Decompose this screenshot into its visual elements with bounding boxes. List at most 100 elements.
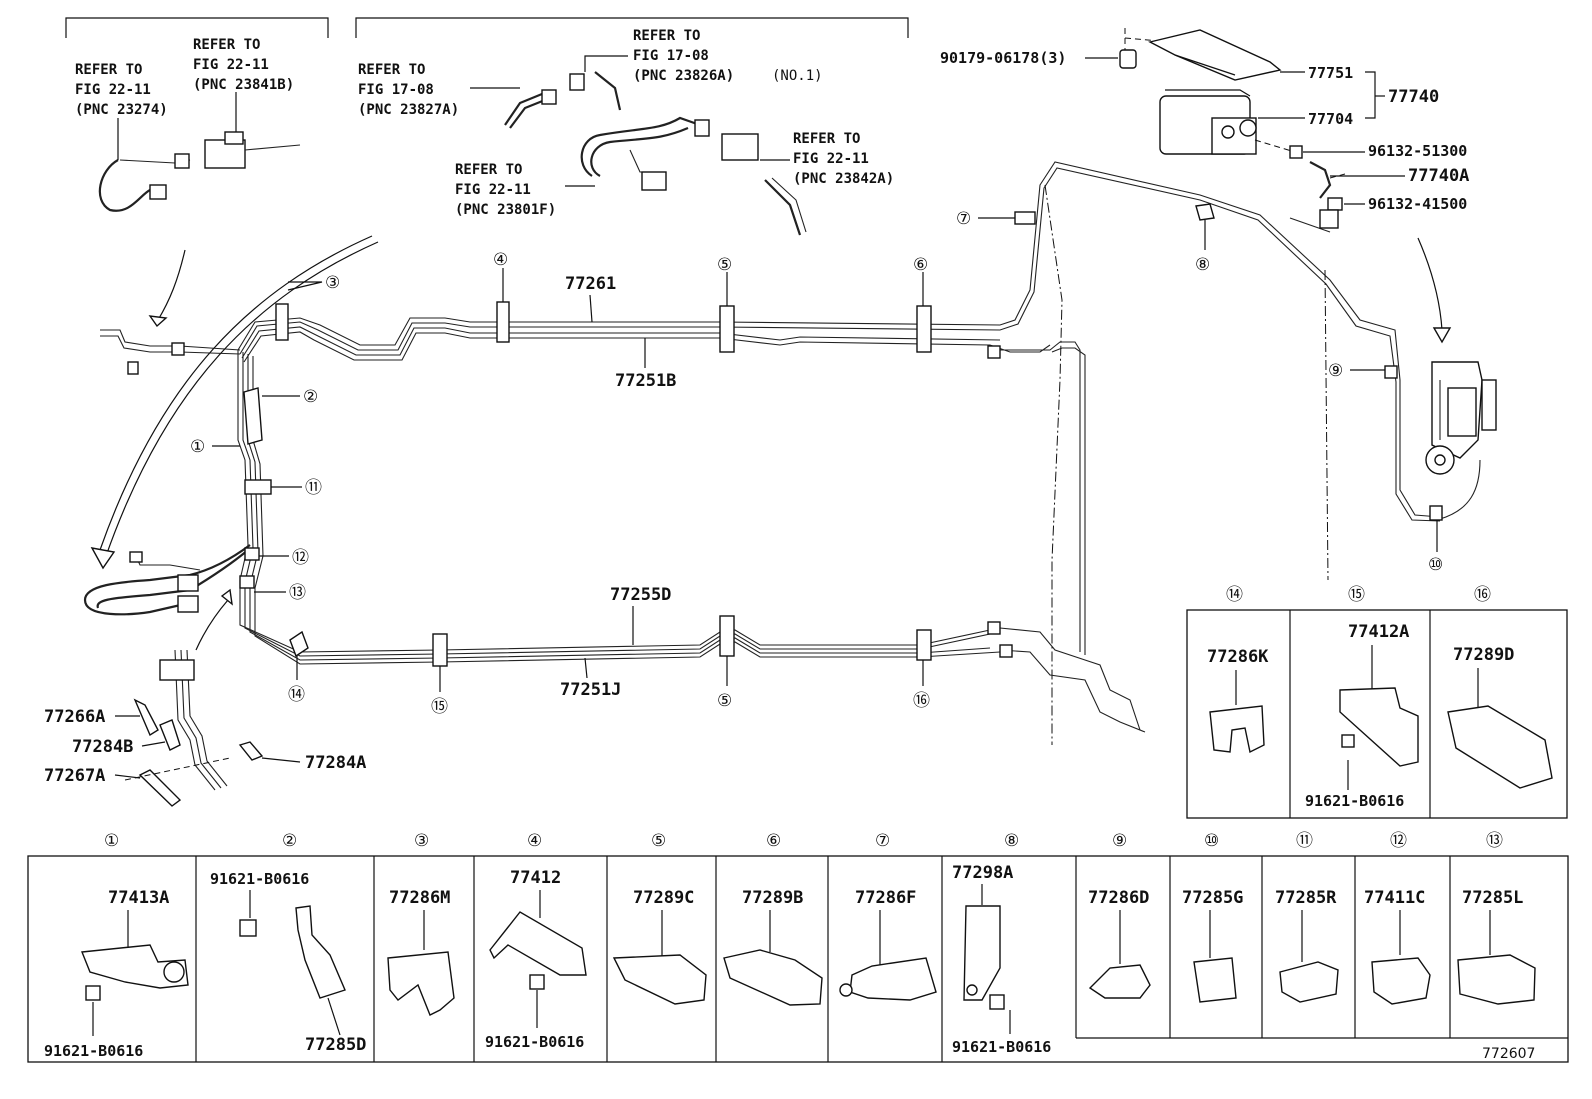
svg-text:77266A: 77266A: [44, 707, 105, 727]
svg-text:96132-41500: 96132-41500: [1368, 195, 1467, 213]
detail-77285d: 91621-B0616 77285D: [210, 870, 366, 1055]
svg-text:⑦: ⑦: [956, 209, 971, 229]
svg-text:77412A: 77412A: [1348, 622, 1409, 642]
detail-77289c: 77289C: [612, 888, 707, 1005]
svg-text:⑥: ⑥: [766, 831, 781, 851]
svg-text:77286D: 77286D: [1088, 888, 1149, 908]
svg-text:77413A: 77413A: [108, 888, 169, 908]
svg-text:77289B: 77289B: [742, 888, 803, 908]
svg-text:77704: 77704: [1308, 110, 1353, 128]
svg-text:⑫: ⑫: [292, 548, 309, 568]
svg-text:⑭: ⑭: [288, 685, 305, 705]
svg-text:REFER TO: REFER TO: [193, 37, 260, 53]
svg-text:77411C: 77411C: [1364, 888, 1425, 908]
svg-text:77751: 77751: [1308, 64, 1353, 82]
svg-text:77251B: 77251B: [615, 371, 676, 391]
svg-text:REFER TO: REFER TO: [455, 162, 522, 178]
svg-text:⑬: ⑬: [1486, 831, 1503, 851]
reference-sensor-part-left: [204, 131, 301, 169]
svg-text:91621-B0616: 91621-B0616: [952, 1038, 1051, 1056]
svg-text:77286F: 77286F: [855, 888, 916, 908]
svg-text:⑮: ⑮: [1348, 585, 1365, 605]
svg-text:⑧: ⑧: [1195, 255, 1210, 275]
svg-text:FIG 17-08: FIG 17-08: [358, 82, 434, 98]
detail-77285g: 77285G: [1182, 888, 1243, 1003]
svg-text:REFER TO: REFER TO: [633, 28, 700, 44]
svg-text:④: ④: [527, 831, 542, 851]
svg-text:⑭: ⑭: [1226, 585, 1243, 605]
svg-text:77740: 77740: [1388, 87, 1439, 107]
svg-text:77285G: 77285G: [1182, 888, 1243, 908]
svg-text:⑨: ⑨: [1328, 361, 1343, 381]
svg-text:90179-06178(3): 90179-06178(3): [940, 49, 1066, 67]
svg-text:⑯: ⑯: [913, 691, 930, 711]
detail-77286m: 77286M: [387, 888, 455, 1016]
svg-text:⑮: ⑮: [431, 697, 448, 717]
svg-text:77286K: 77286K: [1207, 647, 1269, 667]
detail-77285r: 77285R: [1275, 888, 1339, 1003]
svg-text:77255D: 77255D: [610, 585, 671, 605]
svg-text:77285L: 77285L: [1462, 888, 1523, 908]
svg-text:FIG 22-11: FIG 22-11: [793, 151, 869, 167]
svg-text:③: ③: [325, 273, 340, 293]
svg-text:⑪: ⑪: [305, 478, 322, 498]
svg-text:91621-B0616: 91621-B0616: [210, 870, 309, 888]
reference-bracket-middle: [355, 17, 909, 38]
svg-text:91621-B0616: 91621-B0616: [1305, 792, 1404, 810]
svg-text:(PNC 23801F): (PNC 23801F): [455, 202, 556, 218]
detail-77412a: 77412A 91621-B0616: [1305, 622, 1419, 810]
detail-77286d: 77286D: [1088, 888, 1151, 999]
svg-text:91621-B0616: 91621-B0616: [485, 1033, 584, 1051]
svg-text:77740A: 77740A: [1408, 166, 1469, 186]
svg-text:⑨: ⑨: [1112, 831, 1127, 851]
svg-text:FIG 22-11: FIG 22-11: [455, 182, 531, 198]
detail-77286k: 77286K: [1207, 647, 1269, 754]
svg-text:FIG 17-08: FIG 17-08: [633, 48, 709, 64]
svg-text:②: ②: [282, 831, 297, 851]
reference-fig-17-08-pnc-23826a: REFER TO FIG 17-08 (PNC 23826A) (NO.1): [584, 28, 823, 84]
canister-labels: 90179-06178(3) 77751 77740 77704 96132-5…: [940, 49, 1469, 213]
svg-text:77289D: 77289D: [1453, 645, 1514, 665]
svg-text:REFER TO: REFER TO: [793, 131, 860, 147]
evap-pump-module: [1425, 361, 1497, 475]
svg-text:FIG 22-11: FIG 22-11: [75, 82, 151, 98]
detail-77285l: 77285L: [1457, 888, 1536, 1005]
svg-text:⑧: ⑧: [1004, 831, 1019, 851]
svg-text:77298A: 77298A: [952, 863, 1013, 883]
svg-text:77267A: 77267A: [44, 766, 105, 786]
svg-text:⑬: ⑬: [289, 583, 306, 603]
fuel-lines-main: [83, 161, 1481, 745]
callouts-main: ① ② ③ ④ ⑤ ⑥ ⑦ ⑧ ⑨ ⑩ ⑪ ⑫ ⑬ ⑭ ⑮ ⑤ ⑯: [190, 209, 1443, 717]
svg-text:(PNC 23274): (PNC 23274): [75, 102, 168, 118]
svg-text:(PNC 23842A): (PNC 23842A): [793, 171, 894, 187]
detail-77412: 77412 91621-B0616: [485, 868, 587, 1051]
reference-hose-parts-middle: [504, 71, 807, 236]
svg-text:(NO.1): (NO.1): [772, 68, 823, 84]
line-clips: [239, 203, 1443, 667]
reference-fig-22-11-pnc-23841b: REFER TO FIG 22-11 (PNC 23841B): [193, 37, 294, 140]
svg-text:77285D: 77285D: [305, 1035, 366, 1055]
reference-bracket-left: [65, 17, 329, 38]
detail-77286f: 77286F: [839, 888, 937, 1001]
svg-text:⑩: ⑩: [1204, 831, 1219, 851]
detail-panel-group-bottom: ① ② ③ ④ ⑤ ⑥ ⑦ ⑧ ⑨ ⑩ ⑪ ⑫ ⑬ 77413A 91621-B…: [27, 831, 1569, 1063]
svg-text:⑫: ⑫: [1390, 831, 1407, 851]
main-line-labels: 77261 77251B 77255D 77251J 77266A 77284B…: [44, 274, 676, 786]
svg-text:REFER TO: REFER TO: [358, 62, 425, 78]
detail-panel-group-right: ⑭ ⑮ ⑯ 77286K 77412A 91621-B0616 77289D: [1186, 585, 1568, 819]
reference-fig-22-11-pnc-23842a: REFER TO FIG 22-11 (PNC 23842A): [760, 131, 894, 187]
svg-text:⑦: ⑦: [875, 831, 890, 851]
svg-text:96132-51300: 96132-51300: [1368, 142, 1467, 160]
svg-text:FIG 22-11: FIG 22-11: [193, 57, 269, 73]
reference-fig-22-11-pnc-23274: REFER TO FIG 22-11 (PNC 23274): [75, 62, 168, 160]
reference-fig-17-08-pnc-23827a: REFER TO FIG 17-08 (PNC 23827A): [358, 62, 520, 118]
detail-77411c: 77411C: [1364, 888, 1431, 1005]
svg-text:77285R: 77285R: [1275, 888, 1337, 908]
lower-left-brackets: [124, 649, 264, 807]
svg-text:⑩: ⑩: [1428, 555, 1443, 575]
svg-text:(PNC 23827A): (PNC 23827A): [358, 102, 459, 118]
direction-arrows: [90, 235, 1452, 651]
svg-text:①: ①: [190, 437, 205, 457]
figure-number: 772607: [1482, 1046, 1535, 1062]
svg-text:④: ④: [493, 250, 508, 270]
